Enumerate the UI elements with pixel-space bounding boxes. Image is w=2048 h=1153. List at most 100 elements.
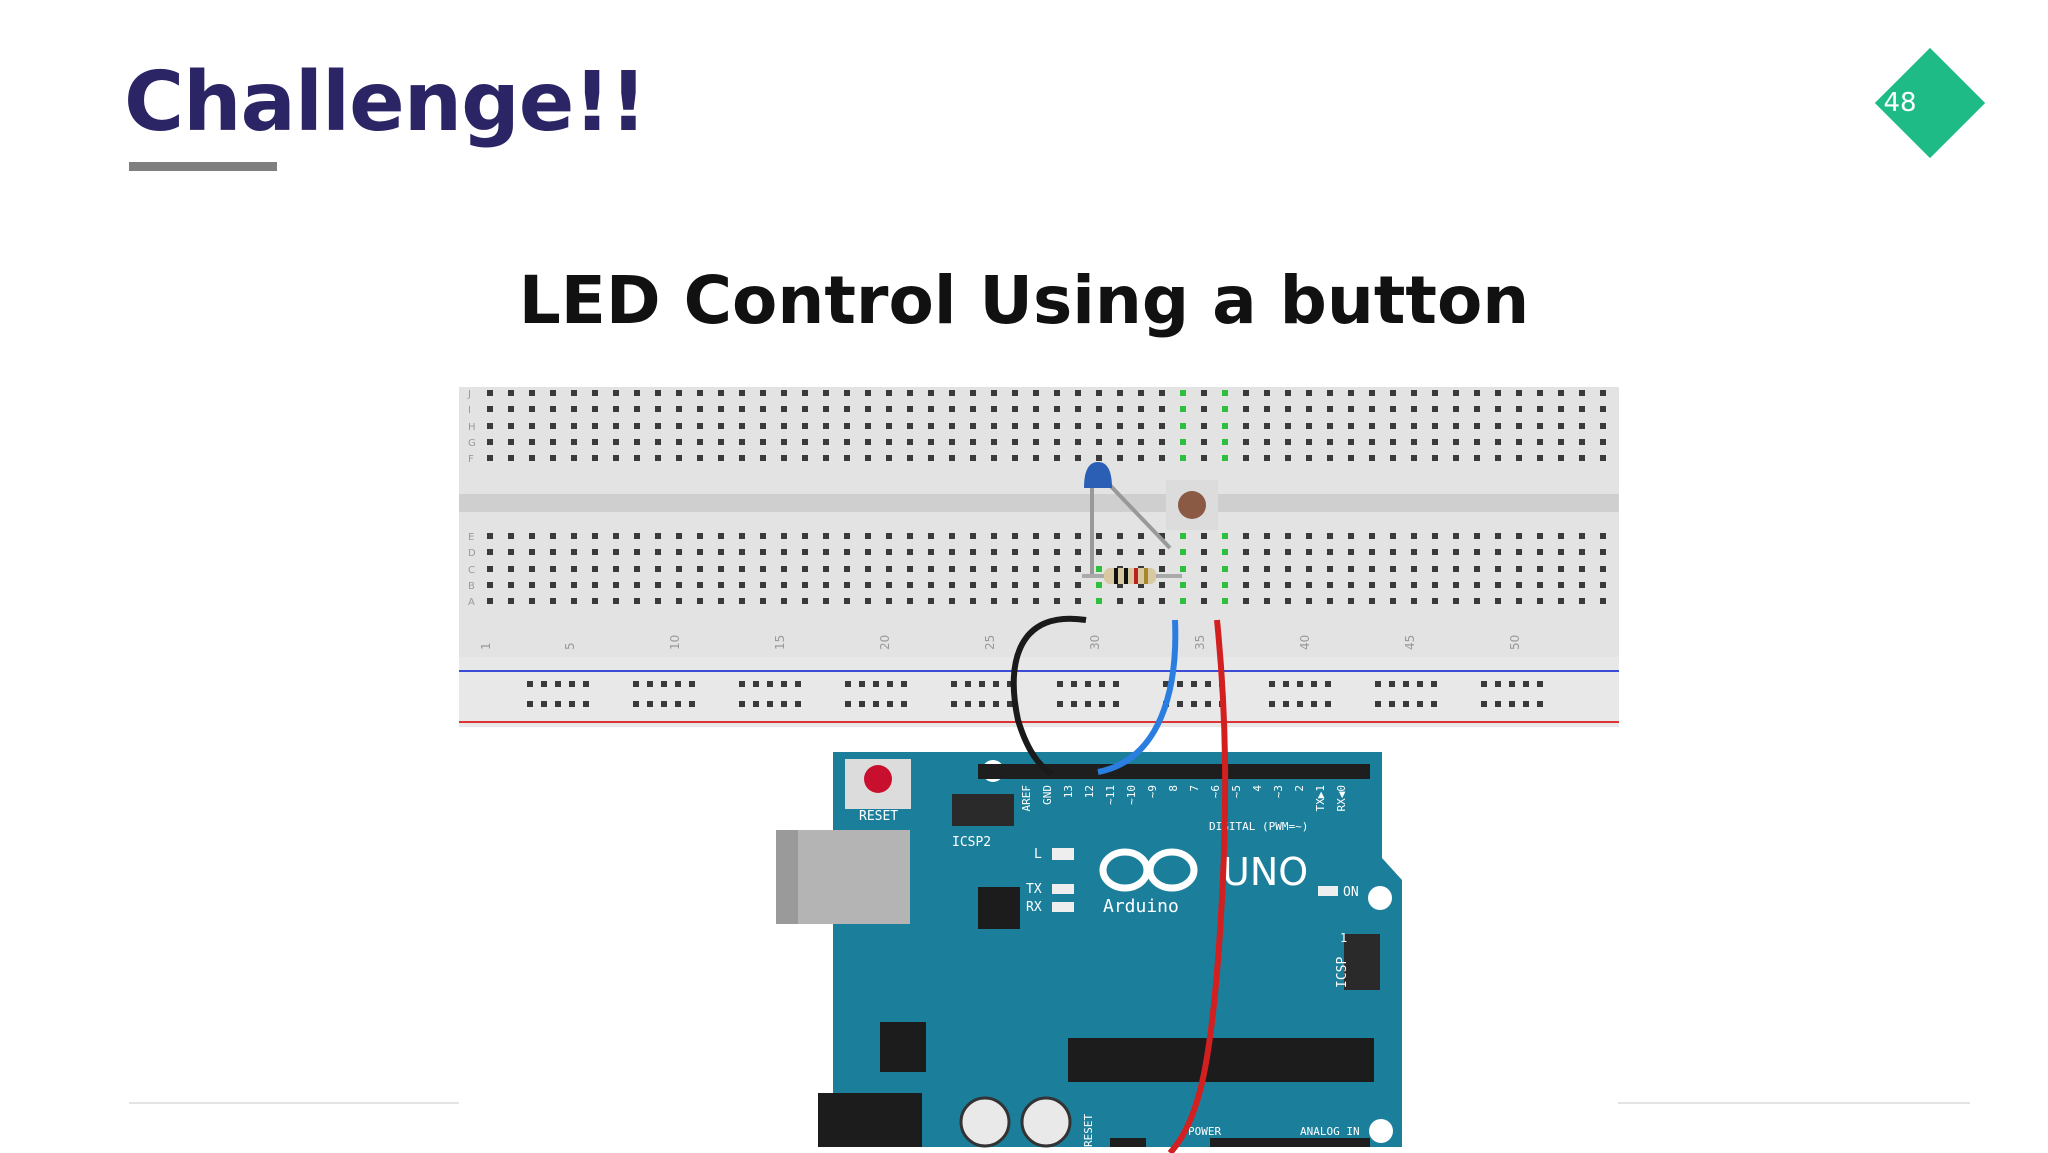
logo-loop-right [1146,848,1198,892]
header-pin-label: 13 [1062,785,1075,798]
breadboard-hole [1159,439,1165,445]
breadboard-hole [1264,549,1270,555]
breadboard-hole [1285,598,1291,604]
breadboard-hole [739,549,745,555]
breadboard-hole [1306,406,1312,412]
rail-hole [1191,701,1197,707]
breadboard-hole [1327,582,1333,588]
breadboard-hole [991,598,997,604]
breadboard-hole [571,566,577,572]
breadboard-hole [1369,423,1375,429]
column-number: 30 [1088,635,1102,650]
breadboard-hole [823,406,829,412]
breadboard-hole [1264,423,1270,429]
rail-hole [781,701,787,707]
breadboard-hole [1432,582,1438,588]
rail-hole [739,701,745,707]
rx-label: RX [1026,900,1042,915]
breadboard-hole [823,549,829,555]
icsp-pin1-label: 1 [1340,931,1347,945]
rail-hole [1389,701,1395,707]
breadboard-hole [1579,390,1585,396]
breadboard-hole [508,582,514,588]
black-wire [1010,615,1087,777]
breadboard-hole [781,423,787,429]
breadboard-hole [865,533,871,539]
breadboard-hole [592,566,598,572]
breadboard-hole [949,406,955,412]
breadboard-hole [1054,423,1060,429]
breadboard-hole [1348,439,1354,445]
resistor-band-2 [1124,568,1128,584]
breadboard-hole [1138,390,1144,396]
breadboard-hole [508,439,514,445]
breadboard-hole [844,455,850,461]
breadboard-hole [655,390,661,396]
breadboard-hole [676,549,682,555]
breadboard-hole [1579,406,1585,412]
breadboard-hole [1579,423,1585,429]
breadboard-hole [1096,566,1102,572]
rail-hole [555,701,561,707]
breadboard-hole [1432,533,1438,539]
rail-hole [1481,681,1487,687]
breadboard-hole [886,423,892,429]
breadboard-hole [655,533,661,539]
row-letter: C [468,565,475,576]
breadboard-hole [886,390,892,396]
breadboard-hole [760,423,766,429]
breadboard-hole [592,423,598,429]
breadboard-hole [1243,406,1249,412]
breadboard-hole [823,598,829,604]
breadboard-hole [487,439,493,445]
breadboard-hole [655,406,661,412]
rail-hole [541,701,547,707]
breadboard-hole [760,582,766,588]
row-letter: I [468,405,471,416]
breadboard-hole [487,455,493,461]
rail-hole [1481,701,1487,707]
rail-hole [1057,701,1063,707]
breadboard-hole [823,390,829,396]
breadboard-hole [613,406,619,412]
breadboard-hole [1579,439,1585,445]
breadboard-hole [1012,533,1018,539]
breadboard-hole [1012,390,1018,396]
breadboard-hole [1054,582,1060,588]
voltage-regulator [880,1022,926,1072]
breadboard-hole [1558,549,1564,555]
breadboard-hole [1033,549,1039,555]
rail-hole [887,681,893,687]
breadboard-hole [1033,582,1039,588]
breadboard-hole [1453,406,1459,412]
breadboard-hole [802,439,808,445]
breadboard-hole [718,566,724,572]
breadboard-hole [949,598,955,604]
breadboard-hole [1369,582,1375,588]
breadboard-hole [1243,439,1249,445]
rail-hole [633,681,639,687]
rail-hole [1509,701,1515,707]
breadboard-hole [886,406,892,412]
breadboard-hole [676,566,682,572]
breadboard-hole [1558,423,1564,429]
breadboard-hole [571,549,577,555]
rail-hole [527,701,533,707]
breadboard-hole [760,549,766,555]
on-led [1318,886,1338,896]
breadboard-hole [991,533,997,539]
breadboard-hole [1117,439,1123,445]
breadboard-hole [991,582,997,588]
breadboard-hole [613,439,619,445]
breadboard-hole [865,582,871,588]
blue-wire [1097,619,1179,775]
breadboard-hole [1411,598,1417,604]
breadboard-hole [1537,390,1543,396]
breadboard-hole [739,439,745,445]
breadboard-hole [1516,439,1522,445]
rail-hole [1085,701,1091,707]
row-letter: F [468,454,474,465]
breadboard-hole [928,549,934,555]
breadboard-hole [1432,549,1438,555]
